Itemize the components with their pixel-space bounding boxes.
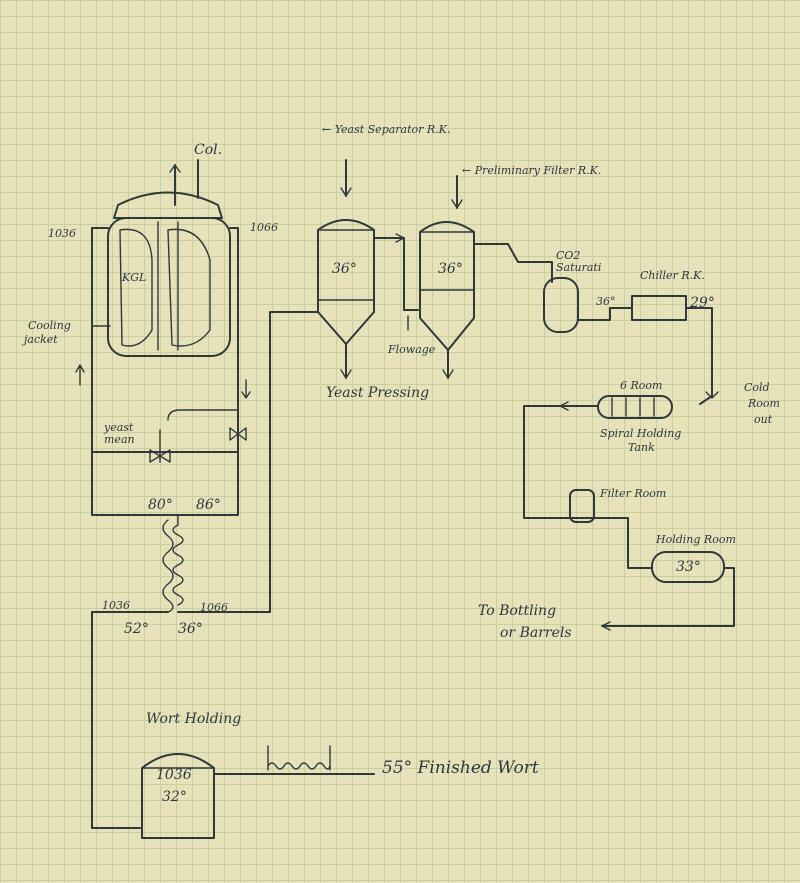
label-filter-room: Filter Room bbox=[600, 487, 667, 500]
label-chiller: Chiller R.K. bbox=[640, 269, 705, 282]
label-wort-tank-gravity: 1036 bbox=[156, 767, 192, 783]
label-yeast-separator: ← Yeast Separator R.K. bbox=[322, 123, 451, 136]
label-cold-room-1: Cold bbox=[744, 381, 770, 394]
label-to-bottling-1: To Bottling bbox=[478, 603, 557, 619]
label-holding-room: Holding Room bbox=[656, 533, 736, 546]
to-bottling-pipe bbox=[601, 567, 735, 631]
label-hx-in-right: 1066 bbox=[200, 601, 228, 614]
wort-line bbox=[91, 311, 319, 829]
label-to-bottling-2: or Barrels bbox=[500, 625, 572, 641]
label-cooling-jacket-1: Cooling bbox=[28, 319, 71, 332]
label-spiral-2: Tank bbox=[628, 441, 655, 454]
preliminary-filter-tank bbox=[407, 175, 475, 379]
label-cooling-jacket-2: jacket bbox=[24, 333, 58, 346]
jacket-valves bbox=[149, 409, 247, 463]
chiller-outlet-pipe bbox=[685, 307, 719, 405]
label-six-room: 6 Room bbox=[620, 379, 663, 392]
spiral-holding-tank bbox=[597, 395, 673, 419]
label-temp-left: 80° bbox=[148, 497, 173, 513]
wort-outlet-pipe bbox=[213, 745, 375, 775]
label-co2-2: Saturati bbox=[556, 261, 602, 274]
label-kettle-inner: KGL bbox=[122, 271, 147, 284]
label-finished-wort: 55° Finished Wort bbox=[382, 758, 539, 778]
label-wort-holding: Wort Holding bbox=[146, 711, 242, 727]
label-spiral-1: Spiral Holding bbox=[600, 427, 682, 440]
label-temp-right: 86° bbox=[196, 497, 221, 513]
label-kettle-right: 1066 bbox=[250, 221, 278, 234]
filter-unit bbox=[569, 489, 595, 523]
label-cold-room-3: out bbox=[754, 413, 773, 426]
label-co2-1: CO2 bbox=[556, 249, 581, 262]
co2-saturator bbox=[543, 277, 579, 333]
col-outlet-pipe bbox=[169, 159, 199, 206]
cooling-jacket-loop bbox=[75, 227, 251, 516]
label-cold-room-2: Room bbox=[748, 397, 780, 410]
label-holding-temp: 33° bbox=[676, 559, 701, 575]
label-yeast-mean-2: mean bbox=[104, 433, 135, 446]
label-hx-in-left: 1036 bbox=[102, 599, 130, 612]
label-filter-temp: 36° bbox=[438, 261, 463, 277]
label-yeast-pressing: Yeast Pressing bbox=[326, 385, 430, 401]
fermenter-vessel bbox=[107, 191, 231, 357]
wort-holding-tank bbox=[141, 753, 215, 839]
chiller bbox=[631, 295, 687, 321]
label-sep-temp: 36° bbox=[332, 261, 357, 277]
yeast-separator-tank bbox=[317, 159, 375, 379]
label-yeast-mean-1: yeast bbox=[104, 421, 134, 434]
label-hx-temp-right: 36° bbox=[178, 621, 203, 637]
label-preliminary-filter: ← Preliminary Filter R.K. bbox=[462, 164, 602, 177]
label-hx-temp-left: 52° bbox=[124, 621, 149, 637]
label-wort-tank-temp: 32° bbox=[162, 789, 187, 805]
filter-to-co2-pipe bbox=[473, 243, 553, 283]
label-kettle-left: 1036 bbox=[48, 227, 76, 240]
separator-to-filter-pipe bbox=[373, 233, 419, 311]
label-co2-temp: 36° bbox=[596, 295, 616, 308]
spiral-outlet-pipe bbox=[523, 401, 653, 569]
co2-to-chiller-pipe bbox=[577, 307, 633, 321]
coil-heat-exchanger bbox=[162, 514, 184, 613]
label-flowage: Flowage bbox=[388, 343, 436, 356]
label-chiller-temp: 29° bbox=[690, 295, 715, 311]
label-col: Col. bbox=[194, 142, 223, 158]
